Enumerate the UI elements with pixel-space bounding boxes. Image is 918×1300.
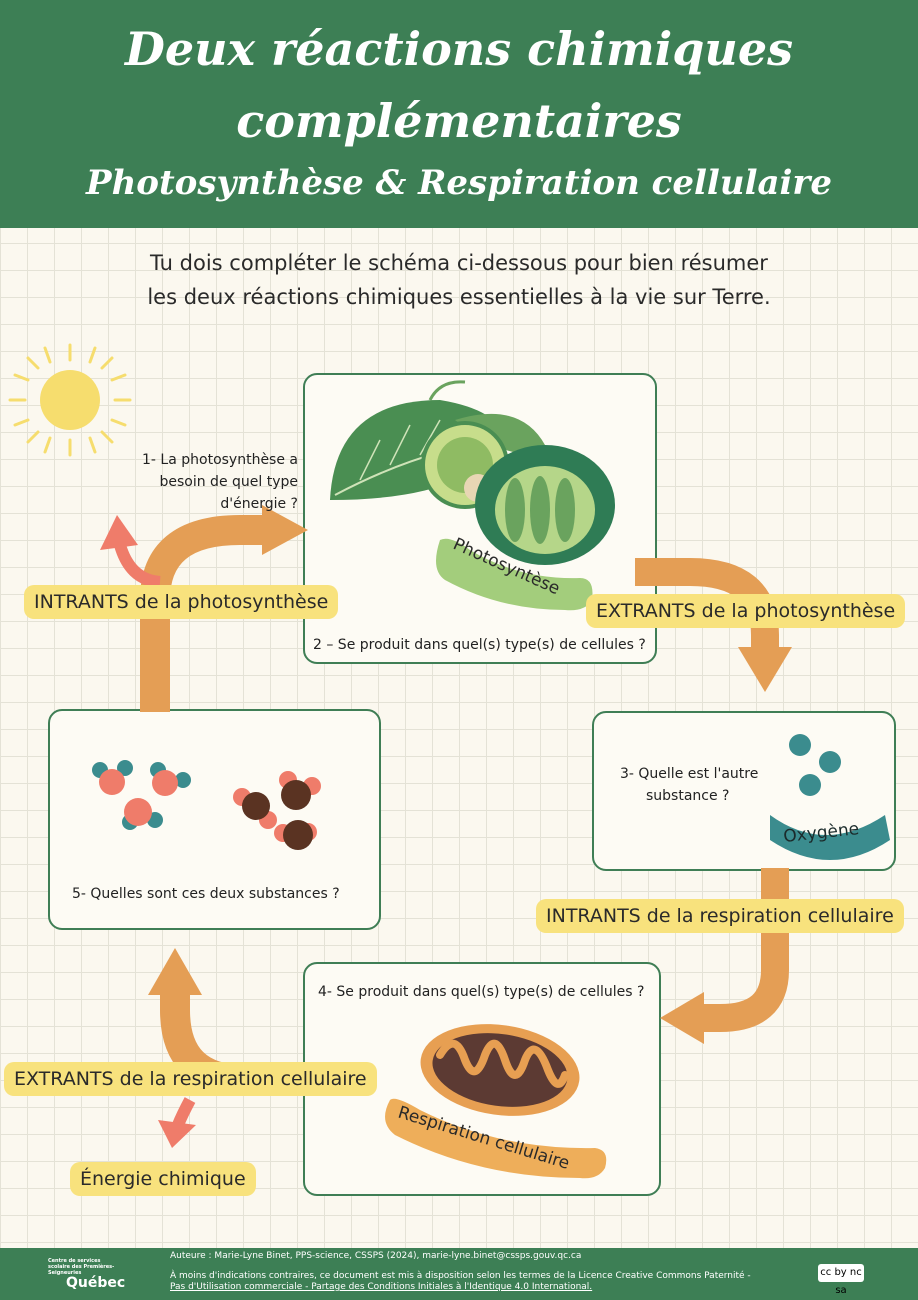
- question-1: 1- La photosynthèse a besoin de quel typ…: [128, 449, 298, 515]
- intro-line2: les deux réactions chimiques essentielle…: [147, 285, 771, 309]
- question-3-line1: 3- Quelle est l'autre: [620, 766, 759, 782]
- footer-license-link[interactable]: Pas d'Utilisation commerciale - Partage …: [170, 1282, 593, 1292]
- salmon-arrow-down: [172, 1097, 196, 1128]
- label-extrants-respiration: EXTRANTS de la respiration cellulaire: [4, 1062, 377, 1096]
- oxygene-badge: [770, 815, 890, 860]
- question-1-line3: d'énergie ?: [220, 496, 298, 512]
- salmon-arrow-up: [114, 543, 161, 588]
- header-banner: Deux réactions chimiques complémentaires…: [0, 0, 918, 228]
- photosynthese-badge: [436, 538, 593, 611]
- page-subtitle: Photosynthèse & Respiration cellulaire: [86, 163, 832, 203]
- label-intrants-respiration: INTRANTS de la respiration cellulaire: [536, 899, 904, 933]
- arrow-intrants-photo: [140, 515, 265, 712]
- footer-license-line1: À moins d'indications contraires, ce doc…: [170, 1271, 751, 1281]
- intro-line1: Tu dois compléter le schéma ci-dessous p…: [150, 251, 768, 275]
- respiration-badge: [385, 1098, 607, 1179]
- leaf-illustration: [330, 380, 615, 565]
- cc-license-badge[interactable]: cc by nc sa: [818, 1264, 864, 1296]
- arrow-intrants-resp: [700, 868, 789, 1032]
- question-3: 3- Quelle est l'autre substance ?: [620, 763, 758, 807]
- quebec-logo: Québec: [66, 1275, 126, 1291]
- question-1-line1: 1- La photosynthèse a: [142, 452, 298, 468]
- page-title-line2: complémentaires: [236, 94, 682, 148]
- water-molecules-icon: [92, 760, 191, 830]
- footer-author: Auteure : Marie-Lyne Binet, PPS-science,…: [170, 1251, 582, 1261]
- footer: Centre de services scolaire des Première…: [0, 1248, 918, 1300]
- org-name: Centre de services scolaire des Première…: [48, 1258, 115, 1276]
- question-3-line2: substance ?: [646, 788, 730, 804]
- question-1-line2: besoin de quel type: [159, 474, 298, 490]
- label-intrants-photosynthese: INTRANTS de la photosynthèse: [24, 585, 339, 619]
- label-energie-chimique: Énergie chimique: [70, 1162, 256, 1196]
- substances-box: [48, 709, 381, 930]
- intro-text: Tu dois compléter le schéma ci-dessous p…: [100, 246, 818, 314]
- arrow-extrants-photo: [635, 558, 779, 650]
- question-4: 4- Se produit dans quel(s) type(s) de ce…: [318, 984, 645, 1000]
- carbon-dioxide-molecules-icon: [233, 771, 321, 850]
- sun-icon: [8, 343, 132, 457]
- question-2: 2 – Se produit dans quel(s) type(s) de c…: [313, 637, 646, 653]
- label-extrants-photosynthese: EXTRANTS de la photosynthèse: [586, 594, 906, 628]
- mitochondria-illustration: [420, 1024, 580, 1116]
- oxygen-molecule-icon: [789, 734, 841, 796]
- page-title-line1: Deux réactions chimiques: [125, 22, 793, 76]
- question-5: 5- Quelles sont ces deux substances ?: [72, 886, 340, 902]
